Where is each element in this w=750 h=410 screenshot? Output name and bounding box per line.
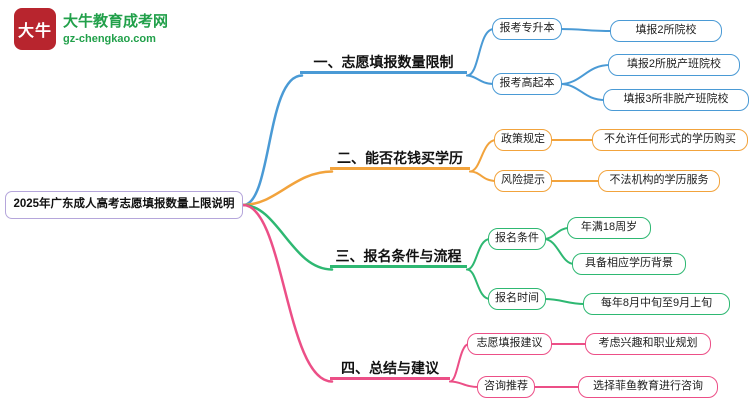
branch1-child2: 报考高起本: [492, 73, 562, 95]
connector-b3c1-leaf1: [543, 227, 570, 240]
connector-branch3-child2: [466, 268, 491, 300]
branch4-child1-leaf1: 考虑兴趣和职业规划: [585, 333, 711, 355]
connector-branch2-child2: [469, 170, 497, 182]
connector-branch4-child2: [449, 380, 480, 388]
branch2-child1-leaf1: 不允许任何形式的学历购买: [592, 129, 748, 151]
branch3-topic: 三、报名条件与流程: [330, 246, 467, 268]
branch3-child2-leaf1: 每年8月中旬至9月上旬: [583, 293, 730, 315]
branch1-child1-leaf1: 填报2所院校: [610, 20, 722, 42]
connector-b1c2-leaf2: [559, 83, 606, 101]
branch2-child2: 风险提示: [494, 170, 552, 192]
branch1-child2-leaf1: 填报2所脱产班院校: [608, 54, 740, 76]
connector-root-branch4: [241, 203, 334, 383]
branch3-child1-leaf2: 具备相应学历背景: [572, 253, 686, 275]
connector-root-branch1: [241, 74, 304, 207]
branch2-child2-leaf1: 不法机构的学历服务: [598, 170, 720, 192]
connector-b3c2-leaf1: [543, 298, 586, 305]
branch2-topic: 二、能否花钱买学历: [330, 148, 470, 170]
branch1-child2-leaf2: 填报3所非脱产班院校: [603, 89, 749, 111]
connector-root-branch3: [241, 203, 334, 271]
brand-name: 大牛教育成考网: [63, 13, 169, 30]
connector-b1c2-leaf1: [559, 64, 611, 85]
connector-branch3-child1: [466, 238, 491, 271]
branch4-child2-leaf1: 选择菲鱼教育进行咨询: [578, 376, 718, 398]
site-logo: 大牛 大牛教育成考网 gz-chengkao.com: [14, 8, 168, 50]
branch3-child1: 报名条件: [488, 228, 546, 250]
seal-text: 大牛: [17, 23, 52, 40]
connector-branch1-child1: [466, 28, 495, 77]
branch1-topic: 一、志愿填报数量限制: [300, 52, 467, 74]
connector-branch2-child1: [469, 139, 497, 173]
branch2-child1: 政策规定: [494, 129, 552, 151]
branch1-child1: 报考专升本: [492, 18, 562, 40]
brand-seal-icon: 大牛: [14, 8, 56, 50]
logo-text-block: 大牛教育成考网 gz-chengkao.com: [63, 8, 168, 46]
connector-b3c1-leaf2: [543, 238, 575, 265]
branch4-child2: 咨询推荐: [477, 376, 535, 398]
branch4-child1: 志愿填报建议: [467, 333, 552, 355]
connector-root-branch2: [241, 170, 334, 207]
branch3-child1-leaf1: 年满18周岁: [567, 217, 651, 239]
root-topic: 2025年广东成人高考志愿填报数量上限说明: [5, 191, 243, 219]
connector-branch1-child2: [466, 74, 495, 85]
branch4-topic: 四、总结与建议: [330, 358, 450, 380]
connector-branch4-child1: [449, 343, 470, 383]
connector-b1c1-leaf1: [559, 28, 613, 32]
branch3-child2: 报名时间: [488, 288, 546, 310]
brand-domain: gz-chengkao.com: [63, 33, 156, 45]
